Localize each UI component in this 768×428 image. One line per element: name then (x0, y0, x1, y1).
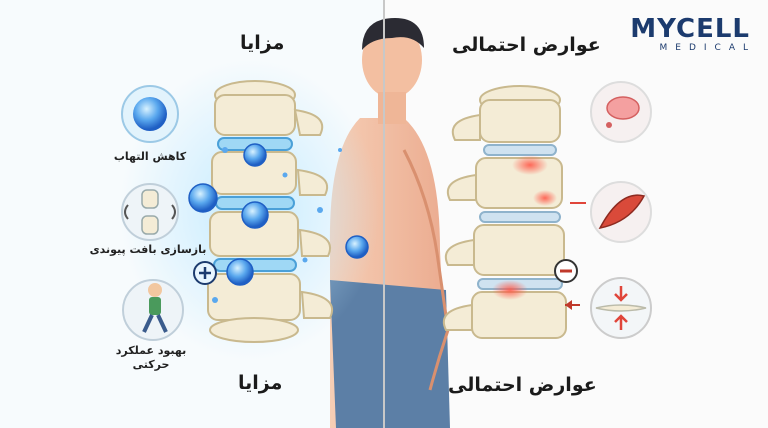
thought-cloud-icon (590, 81, 652, 143)
risks-title-bottom: عوارض احتمالی (448, 374, 597, 396)
benefits-title-bottom: مزایا (238, 372, 283, 394)
plus-icon (193, 261, 217, 285)
brand-name: MYCELL (630, 14, 750, 44)
knee-joint-icon (121, 183, 179, 241)
damaged-spine (442, 85, 586, 339)
risks-title-top: عوارض احتمالی (452, 34, 601, 56)
brand-logo: MYCELL MEDICAL (630, 16, 750, 54)
benefits-title-top: مزایا (240, 32, 285, 54)
risks-panel (384, 0, 768, 428)
compressed-disc-icon (590, 277, 652, 339)
benefit-label-mobility: بهبود عملکرد حرکتی (115, 344, 187, 371)
benefit-label-inflammation: کاهش التهاب (113, 150, 187, 163)
benefit-label-tissue: بازسازی بافت پیوندی (89, 243, 207, 256)
walking-person-icon (122, 279, 184, 341)
stem-cells (188, 143, 369, 303)
brand-sub: MEDICAL (659, 43, 756, 53)
minus-icon (554, 259, 578, 283)
muscle-fiber-icon (590, 181, 652, 243)
stem-cell-icon (121, 85, 179, 143)
